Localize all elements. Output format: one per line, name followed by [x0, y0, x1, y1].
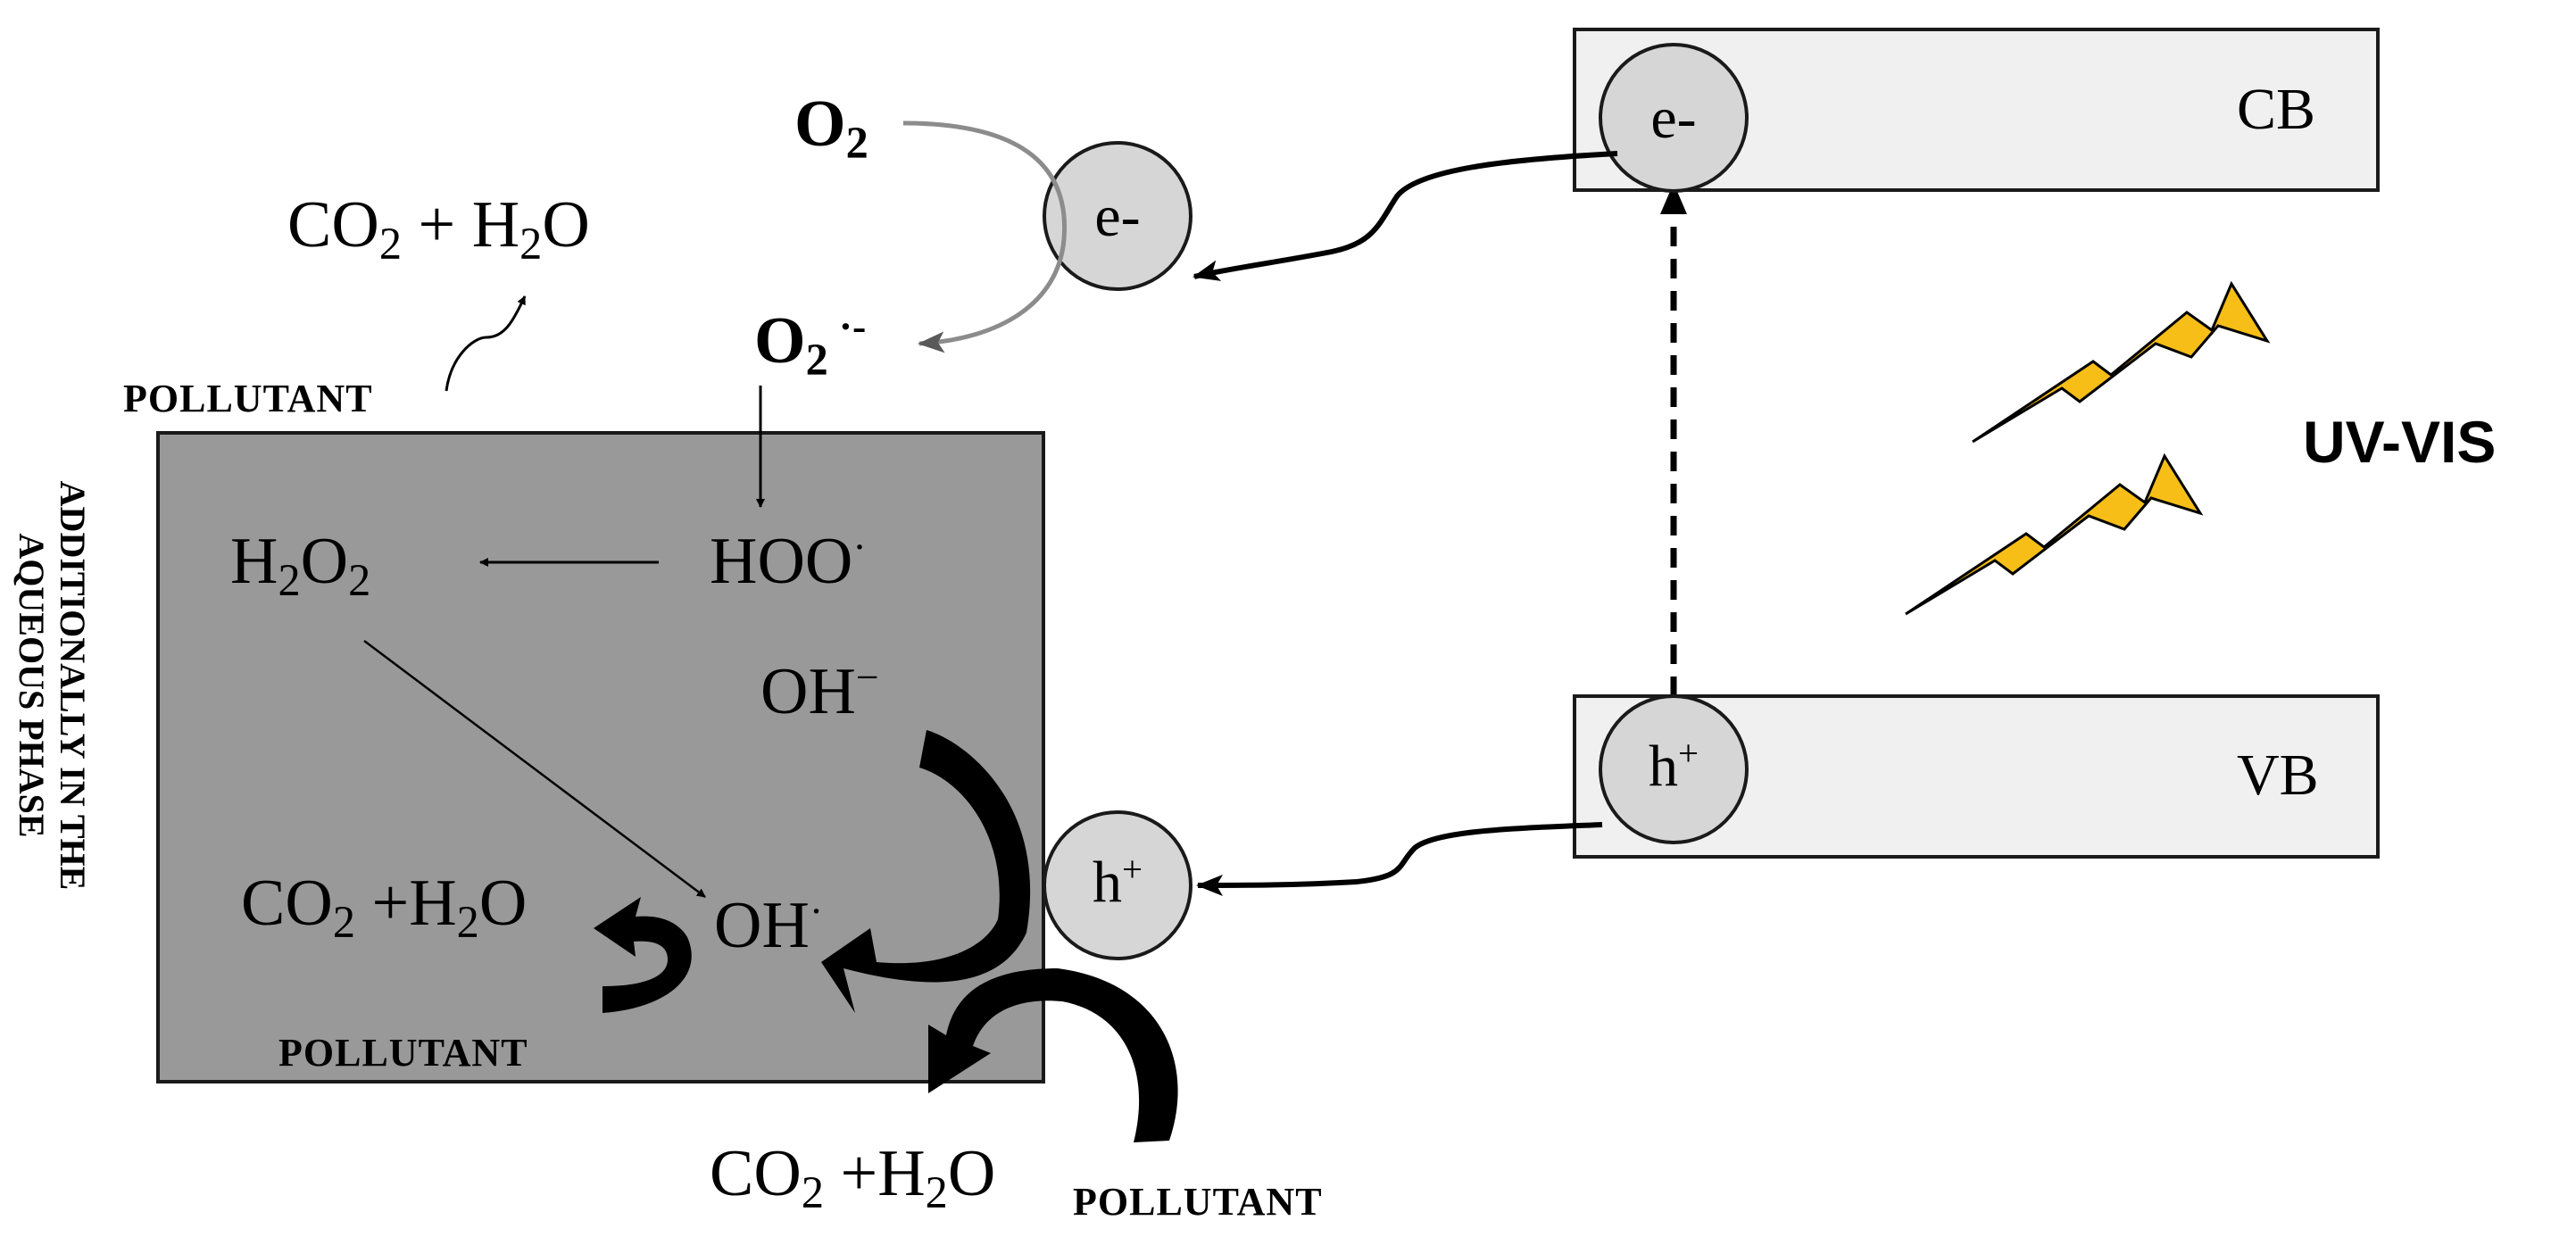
surface-hole-circle [1043, 810, 1192, 960]
surface-hole-label: h+ [1092, 849, 1143, 915]
oxygen-reduction-arrow [902, 120, 1068, 353]
products-bottom-label: CO2 +H2O [710, 1137, 996, 1218]
vb-hole-circle [1599, 694, 1749, 844]
surface-pollutant-arrow [928, 968, 1178, 1142]
surface-electron-circle [1043, 141, 1192, 291]
h2o2-label: H2O2 [230, 525, 371, 606]
h2o2-to-hydroxyl-arrow [363, 640, 706, 898]
excitation-arrowhead [1660, 183, 1687, 214]
hydroxyl-radical-label: OH· [714, 887, 824, 962]
aqueous-caption-line-2: AQUEOUS PHASE [12, 533, 52, 838]
surface-electron-label: e- [1094, 184, 1141, 249]
hydroxide-label: OH− [760, 653, 879, 728]
pollutant-top-label: POLLUTANT [123, 377, 373, 420]
cb-electron-circle [1599, 43, 1749, 193]
hole-migration-arrow [1196, 822, 1603, 896]
top-degradation-arrow [445, 295, 527, 392]
hydroxide-oxidation-arrow [821, 730, 1031, 1013]
o2-label: O2 [794, 87, 868, 169]
aqueous-caption-line-1: ADDITIONALLY IN THE [53, 480, 93, 891]
hoo-radical-label: HOO· [710, 523, 867, 598]
cb-electron-label: e- [1650, 86, 1697, 151]
products-aqueous-label: CO2 +H2O [241, 867, 528, 948]
lightning-bolt-upper [1972, 280, 2271, 444]
aqueous-pollutant-arrow [594, 897, 692, 1013]
uv-vis-label: UV-VIS [2303, 409, 2497, 475]
vb-hole-label: h+ [1648, 733, 1699, 799]
cb-label: CB [2237, 77, 2316, 142]
electron-migration-arrow [1192, 151, 1618, 281]
products-top-label: CO2 + H2O [287, 188, 590, 270]
superoxide-label: O2·- [754, 303, 867, 386]
pollutant-aqueous-label: POLLUTANT [278, 1031, 528, 1075]
lightning-bolt-lower [1905, 452, 2204, 616]
pollutant-bottom-label: POLLUTANT [1073, 1180, 1323, 1224]
vb-label: VB [2237, 743, 2319, 808]
